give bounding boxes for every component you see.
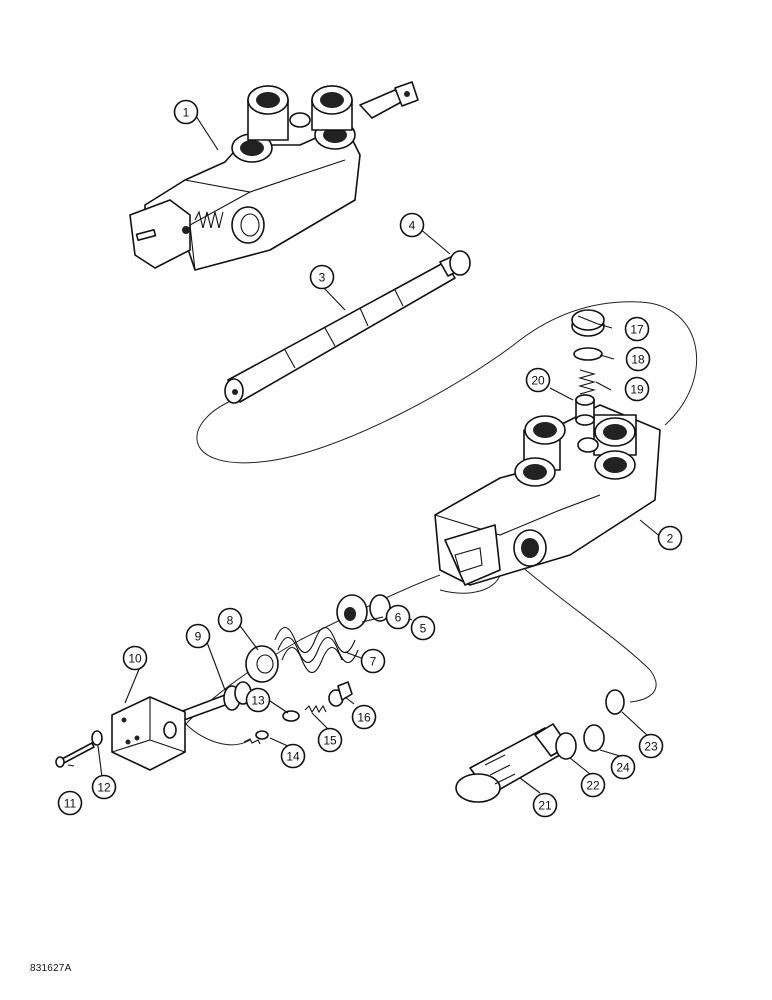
callout-23: 23: [638, 733, 664, 759]
callout-10: 10: [122, 645, 148, 671]
callout-label: 17: [630, 323, 644, 337]
callout-circle: [610, 754, 636, 780]
callout-label: 2: [667, 532, 674, 546]
callout-15: 15: [317, 727, 343, 753]
callout-label: 11: [64, 797, 77, 811]
callout-18: 18: [625, 346, 651, 372]
callout-22: 22: [580, 772, 606, 798]
callout-circle: [624, 316, 650, 342]
callout-5: 5: [410, 615, 436, 641]
callout-19: 19: [624, 376, 650, 402]
callout-label: 20: [531, 374, 545, 388]
callout-label: 24: [616, 761, 630, 775]
lockwasher-12: [91, 730, 103, 746]
plug-16: [328, 681, 353, 707]
callout-circle: [532, 792, 558, 818]
callout-17: 17: [624, 316, 650, 342]
callout-label: 3: [319, 271, 326, 285]
callout-11: 11: [57, 790, 83, 816]
callout-label: 18: [631, 353, 645, 367]
callout-13: 13: [245, 687, 271, 713]
callout-label: 14: [286, 750, 300, 764]
valve-spool: [224, 251, 469, 404]
callout-circle: [624, 376, 650, 402]
callout-circle: [57, 790, 83, 816]
o-ring-22: [555, 732, 577, 760]
relief-valve-21: [455, 723, 569, 803]
callout-label: 23: [644, 740, 658, 754]
callout-3: 3: [309, 264, 335, 290]
callout-circle: [122, 645, 148, 671]
callout-label: 15: [323, 734, 337, 748]
ball-13: [243, 710, 300, 745]
callout-1: 1: [173, 99, 199, 125]
callout-16: 16: [351, 704, 377, 730]
callout-label: 21: [538, 799, 552, 813]
callout-label: 13: [251, 694, 265, 708]
spring-7: [274, 626, 359, 674]
callout-7: 7: [360, 648, 386, 674]
callout-circle: [580, 772, 606, 798]
callout-label: 4: [409, 219, 416, 233]
callout-circle: [280, 743, 306, 769]
backup-ring-24: [583, 724, 605, 752]
callout-label: 7: [370, 655, 377, 669]
callout-9: 9: [185, 623, 211, 649]
callout-4: 4: [399, 212, 425, 238]
callout-24: 24: [610, 754, 636, 780]
callout-circle: [351, 704, 377, 730]
callout-circle: [173, 99, 199, 125]
callout-label: 9: [195, 630, 202, 644]
callout-label: 22: [586, 779, 600, 793]
callout-2: 2: [657, 525, 683, 551]
callout-8: 8: [217, 607, 243, 633]
callout-circle: [217, 607, 243, 633]
callout-circle: [657, 525, 683, 551]
control-valve-assembly: [129, 81, 419, 271]
plug-17: [571, 309, 605, 337]
detent-stem-9: [179, 681, 252, 721]
callout-label: 6: [395, 611, 402, 625]
callout-14: 14: [280, 743, 306, 769]
callout-circle: [309, 264, 335, 290]
callout-label: 12: [97, 781, 111, 795]
spring-seat-6: [336, 594, 368, 630]
callout-label: 5: [420, 622, 427, 636]
callout-circle: [638, 733, 664, 759]
spring-15: [304, 704, 327, 714]
spring-seat-8: [245, 645, 279, 683]
callout-6: 6: [385, 604, 411, 630]
drawing-number: 831627A: [30, 963, 72, 974]
callout-circle: [185, 623, 211, 649]
callout-circle: [317, 727, 343, 753]
callout-circle: [410, 615, 436, 641]
callout-circle: [385, 604, 411, 630]
poppet-20: [575, 394, 595, 426]
callout-circle: [625, 346, 651, 372]
callout-circle: [360, 648, 386, 674]
callout-label: 10: [128, 652, 142, 666]
valve-body: [434, 404, 661, 586]
callout-circle: [245, 687, 271, 713]
callout-circle: [399, 212, 425, 238]
o-ring-18: [573, 347, 603, 361]
callout-12: 12: [91, 774, 117, 800]
callout-circle: [91, 774, 117, 800]
callout-label: 16: [357, 711, 371, 725]
screw-11: [55, 742, 95, 768]
callout-circle: [525, 367, 551, 393]
end-cap-10: [111, 696, 186, 771]
callout-label: 19: [630, 383, 644, 397]
callout-label: 1: [183, 106, 190, 120]
o-ring-23: [605, 689, 625, 715]
callout-label: 8: [227, 614, 234, 628]
o-ring-4: [449, 250, 471, 276]
spring-19: [577, 369, 597, 395]
callout-20: 20: [525, 367, 551, 393]
callout-21: 21: [532, 792, 558, 818]
leader-lines: [67, 115, 663, 794]
